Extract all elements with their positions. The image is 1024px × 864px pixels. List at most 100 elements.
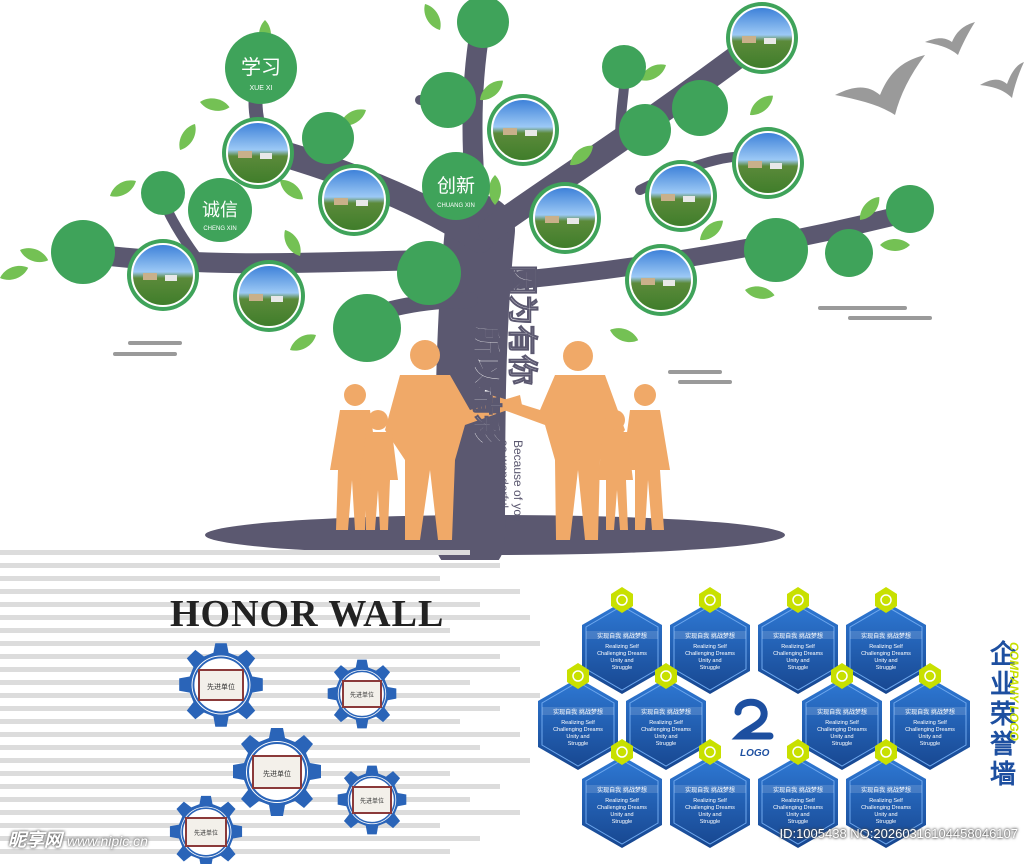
hex-cell-cn: 实现自我 挑战梦想 — [641, 708, 691, 716]
company-logo-mark — [731, 698, 774, 740]
hex-cell-en4: Struggle — [568, 741, 589, 747]
hex-cell-en3: Unity and — [610, 658, 633, 664]
bubble-chuangxin: 创新 CHUANG XIN — [422, 152, 490, 220]
hex-cell-en4: Struggle — [832, 741, 853, 747]
hex-cell: 实现自我 挑战梦想 Realizing Self Challenging Dre… — [669, 601, 751, 695]
hex-cell-en2: Challenging Dreams — [773, 651, 823, 657]
hex-cell-cn: 实现自我 挑战梦想 — [553, 708, 603, 716]
hex-cell-cn: 实现自我 挑战梦想 — [773, 786, 823, 794]
hex-cell: 实现自我 挑战梦想 Realizing Self Challenging Dre… — [801, 677, 883, 771]
hex-cell-en3: Unity and — [566, 734, 589, 740]
bubble-xuexi: 学习 XUE XI — [225, 32, 297, 104]
hex-honor-panel: 实现自我 挑战梦想 Realizing Self Challenging Dre… — [537, 586, 971, 849]
hex-cell-en3: Unity and — [698, 812, 721, 818]
honor-wall-title: HONOR WALL — [170, 593, 445, 635]
hex-cell-en1: Realizing Self — [869, 644, 903, 650]
hex-cell-en3: Unity and — [610, 812, 633, 818]
bubble-chuangxin-cn: 创新 — [437, 175, 475, 197]
hex-cell: 实现自我 挑战梦想 Realizing Self Challenging Dre… — [757, 755, 839, 849]
hex-cell-en4: Struggle — [788, 819, 809, 825]
hex-cell-en2: Challenging Dreams — [685, 805, 735, 811]
hex-cell-en4: Struggle — [700, 819, 721, 825]
hex-cell-en2: Challenging Dreams — [597, 651, 647, 657]
hex-cell: 实现自我 挑战梦想 Realizing Self Challenging Dre… — [581, 601, 663, 695]
bubble-xuexi-cn: 学习 — [241, 56, 281, 79]
hex-cell: 实现自我 挑战梦想 Realizing Self Challenging Dre… — [669, 755, 751, 849]
hex-cell-en1: Realizing Self — [605, 644, 639, 650]
hex-cell-en2: Challenging Dreams — [553, 727, 603, 733]
gear-plaque-3: 先进单位 — [232, 727, 322, 817]
hex-cell-cn: 实现自我 挑战梦想 — [685, 786, 735, 794]
plaque-text-4: 先进单位 — [360, 797, 384, 805]
hex-cell: 实现自我 挑战梦想 Realizing Self Challenging Dre… — [845, 755, 927, 849]
bubble-chuangxin-pinyin: CHUANG XIN — [437, 203, 475, 209]
hex-cell: 实现自我 挑战梦想 Realizing Self Challenging Dre… — [537, 677, 619, 771]
hex-cell-cn: 实现自我 挑战梦想 — [597, 632, 647, 640]
hex-cell-en1: Realizing Self — [649, 720, 683, 726]
hex-cell-en2: Challenging Dreams — [597, 805, 647, 811]
company-logo-vertical: COMPANY LOGO — [1007, 642, 1021, 742]
hex-cell-en1: Realizing Self — [693, 644, 727, 650]
hex-cell-cn: 实现自我 挑战梦想 — [817, 708, 867, 716]
hex-cell-en3: Unity and — [654, 734, 677, 740]
plaque-text-1: 先进单位 — [207, 682, 235, 691]
cloud-lines — [113, 306, 932, 384]
people-figures — [330, 340, 670, 540]
bubble-chengxin-cn: 诚信 — [202, 200, 238, 220]
hex-cell-en4: Struggle — [788, 665, 809, 671]
hex-cell-en2: Challenging Dreams — [773, 805, 823, 811]
hex-cell-en2: Challenging Dreams — [685, 651, 735, 657]
hex-cell-en2: Challenging Dreams — [861, 651, 911, 657]
hex-cell: 实现自我 挑战梦想 Realizing Self Challenging Dre… — [757, 601, 839, 695]
tree-illustration: 学习 XUE XI 诚信 CHENG XIN 创新 CHUANG XIN — [0, 0, 1024, 560]
bubble-xuexi-pinyin: XUE XI — [250, 85, 273, 92]
gear-plaque-2: 先进单位 — [326, 658, 398, 730]
hex-cell-en3: Unity and — [786, 812, 809, 818]
plaque-text-2: 先进单位 — [350, 691, 374, 699]
slogan-en2: so wonderful — [497, 440, 511, 508]
bird-icons — [835, 22, 1024, 115]
watermark-site: 昵享网 www.nipic.cn — [8, 826, 148, 852]
tree-green-circles — [51, 0, 934, 362]
honor-wall-vertical-title: 企业荣誉墙 — [989, 640, 1016, 790]
hex-cell-en4: Struggle — [656, 741, 677, 747]
hex-cell-en1: Realizing Self — [825, 720, 859, 726]
hex-cell-en4: Struggle — [612, 665, 633, 671]
slogan-line2: 所以精彩 — [469, 325, 502, 445]
watermark-id: ID:1005438 NO:20260316104458046107 — [779, 826, 1018, 841]
hex-cell-en4: Struggle — [612, 819, 633, 825]
hex-cell-en1: Realizing Self — [781, 644, 815, 650]
hex-cell-cn: 实现自我 挑战梦想 — [685, 632, 735, 640]
bubble-chengxin: 诚信 CHENG XIN — [188, 178, 252, 242]
hex-cell: 实现自我 挑战梦想 Realizing Self Challenging Dre… — [581, 755, 663, 849]
slogan-line1: 因为有你 — [505, 265, 538, 385]
hex-cell: 实现自我 挑战梦想 Realizing Self Challenging Dre… — [845, 601, 927, 695]
hex-cell-en1: Realizing Self — [913, 720, 947, 726]
hex-cell-en3: Unity and — [786, 658, 809, 664]
hex-cell-en3: Unity and — [830, 734, 853, 740]
hex-cell-cn: 实现自我 挑战梦想 — [597, 786, 647, 794]
company-logo-text: COMPANY LOGO — [1007, 642, 1021, 742]
hex-cell-cn: 实现自我 挑战梦想 — [861, 632, 911, 640]
hex-cell-en3: Unity and — [874, 812, 897, 818]
slogan-en1: Because of you — [511, 440, 525, 523]
hex-cell-en1: Realizing Self — [781, 798, 815, 804]
hex-cell-cn: 实现自我 挑战梦想 — [861, 786, 911, 794]
watermark-url: www.nipic.cn — [67, 833, 148, 849]
hex-cell-en2: Challenging Dreams — [817, 727, 867, 733]
plaque-text-5: 先进单位 — [194, 829, 218, 837]
hex-cell: 实现自我 挑战梦想 Realizing Self Challenging Dre… — [625, 677, 707, 771]
watermark-site-name: 昵享网 — [8, 830, 62, 850]
plaque-text-3: 先进单位 — [263, 769, 291, 778]
hex-cell-cn: 实现自我 挑战梦想 — [773, 632, 823, 640]
gear-plaque-5: 先进单位 — [169, 795, 243, 864]
hex-cell-en4: Struggle — [876, 819, 897, 825]
hex-cell-cn: 实现自我 挑战梦想 — [905, 708, 955, 716]
gear-plaque-4: 先进单位 — [336, 764, 408, 836]
gear-plaque-1: 先进单位 — [178, 642, 264, 728]
hex-cell-en1: Realizing Self — [693, 798, 727, 804]
logo-label: LOGO — [740, 748, 770, 759]
honor-wall-panel: 先进单位 先进单位 先进单位 先进单位 先进单位 — [0, 550, 540, 864]
hex-cell-en3: Unity and — [698, 658, 721, 664]
hex-cell-en1: Realizing Self — [869, 798, 903, 804]
